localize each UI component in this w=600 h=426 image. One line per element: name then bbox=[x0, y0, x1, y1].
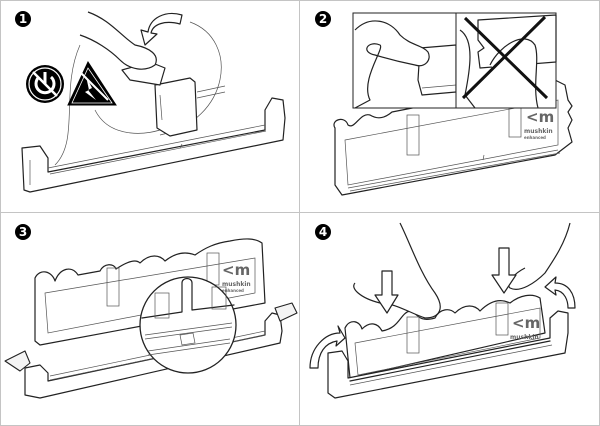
step-3-illustration: <m mushkin enhanced bbox=[4, 238, 298, 399]
step-4-illustration: <m mushkin bbox=[309, 222, 576, 399]
svg-text:<m: <m bbox=[512, 314, 540, 332]
svg-text:mushkin: mushkin bbox=[222, 281, 251, 288]
retention-clip bbox=[121, 61, 226, 137]
esd-warning-icon bbox=[67, 60, 117, 106]
svg-text:enhanced: enhanced bbox=[222, 288, 244, 293]
hand bbox=[353, 222, 441, 319]
hand bbox=[79, 11, 157, 70]
correct-grip-inset bbox=[352, 12, 457, 109]
memory-module: <m mushkin enhanced bbox=[333, 79, 573, 196]
motion-arc bbox=[54, 44, 81, 166]
vertical-divider bbox=[299, 0, 300, 426]
memory-module: <m mushkin bbox=[344, 294, 546, 379]
clip-close-arrow-icon bbox=[309, 325, 346, 369]
down-arrow-icon bbox=[374, 270, 399, 314]
open-clip bbox=[274, 302, 298, 322]
open-clip bbox=[4, 350, 31, 372]
svg-text:mushkin: mushkin bbox=[524, 128, 553, 135]
svg-text:<m: <m bbox=[222, 261, 250, 279]
step-number-badge: 1 bbox=[15, 11, 31, 27]
step-panel-4: <m mushkin 4 bbox=[300, 213, 599, 425]
step-1-illustration bbox=[21, 11, 286, 193]
step-panel-2: <m mushkin enhanced 2 bbox=[300, 0, 599, 212]
svg-text:<m: <m bbox=[526, 108, 554, 126]
curved-arrow-icon bbox=[140, 12, 183, 46]
step-2-illustration: <m mushkin enhanced bbox=[333, 12, 573, 196]
step-number-badge: 3 bbox=[15, 224, 31, 240]
motion-arc bbox=[94, 109, 166, 134]
dimm-socket bbox=[327, 310, 569, 399]
clip-close-arrow-icon bbox=[544, 276, 576, 309]
notch-magnifier-inset bbox=[139, 276, 237, 374]
svg-text:mushkin: mushkin bbox=[510, 334, 539, 341]
step-panel-3: <m mushkin enhanced 3 bbox=[0, 213, 299, 425]
step-number-badge: 2 bbox=[315, 11, 331, 27]
step-panel-1: 1 bbox=[0, 0, 299, 212]
hand bbox=[508, 222, 571, 290]
step-number-badge: 4 bbox=[315, 224, 331, 240]
memory-module: <m mushkin enhanced bbox=[34, 238, 266, 346]
svg-text:enhanced: enhanced bbox=[524, 135, 546, 140]
dimm-socket bbox=[21, 97, 286, 193]
power-off-prohibited-icon bbox=[26, 65, 64, 103]
incorrect-grip-inset-crossed bbox=[455, 12, 557, 109]
horizontal-divider bbox=[0, 212, 600, 213]
down-arrow-icon bbox=[491, 247, 517, 294]
brand-logo: <m mushkin enhanced bbox=[524, 108, 554, 140]
